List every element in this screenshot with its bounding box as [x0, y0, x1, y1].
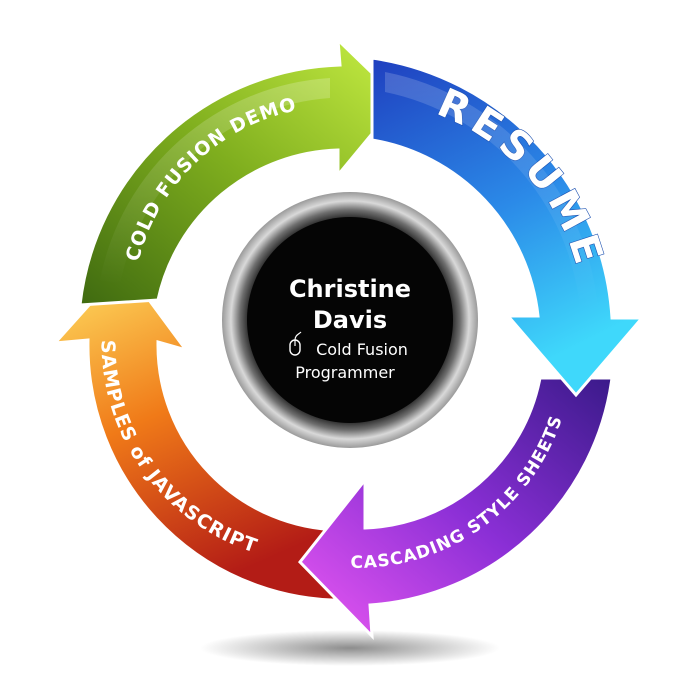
- arrow-orange: [51, 263, 357, 602]
- gloss-green: [100, 78, 330, 285]
- center-name-line1: Christine: [289, 275, 411, 303]
- arrow-purple: [298, 376, 614, 640]
- drop-shadow: [200, 630, 500, 666]
- mouse-icon: [289, 331, 302, 356]
- center-title-line2: Programmer: [295, 363, 395, 382]
- center-badge: Christine Davis Cold Fusion Programmer: [222, 192, 478, 448]
- arrow-blue: [370, 56, 646, 398]
- center-title-line1: Cold Fusion: [316, 340, 408, 359]
- gloss-blue: [385, 72, 598, 310]
- arrow-green: [78, 36, 403, 307]
- center-name-line2: Davis: [313, 306, 387, 334]
- center-disc: [247, 217, 453, 423]
